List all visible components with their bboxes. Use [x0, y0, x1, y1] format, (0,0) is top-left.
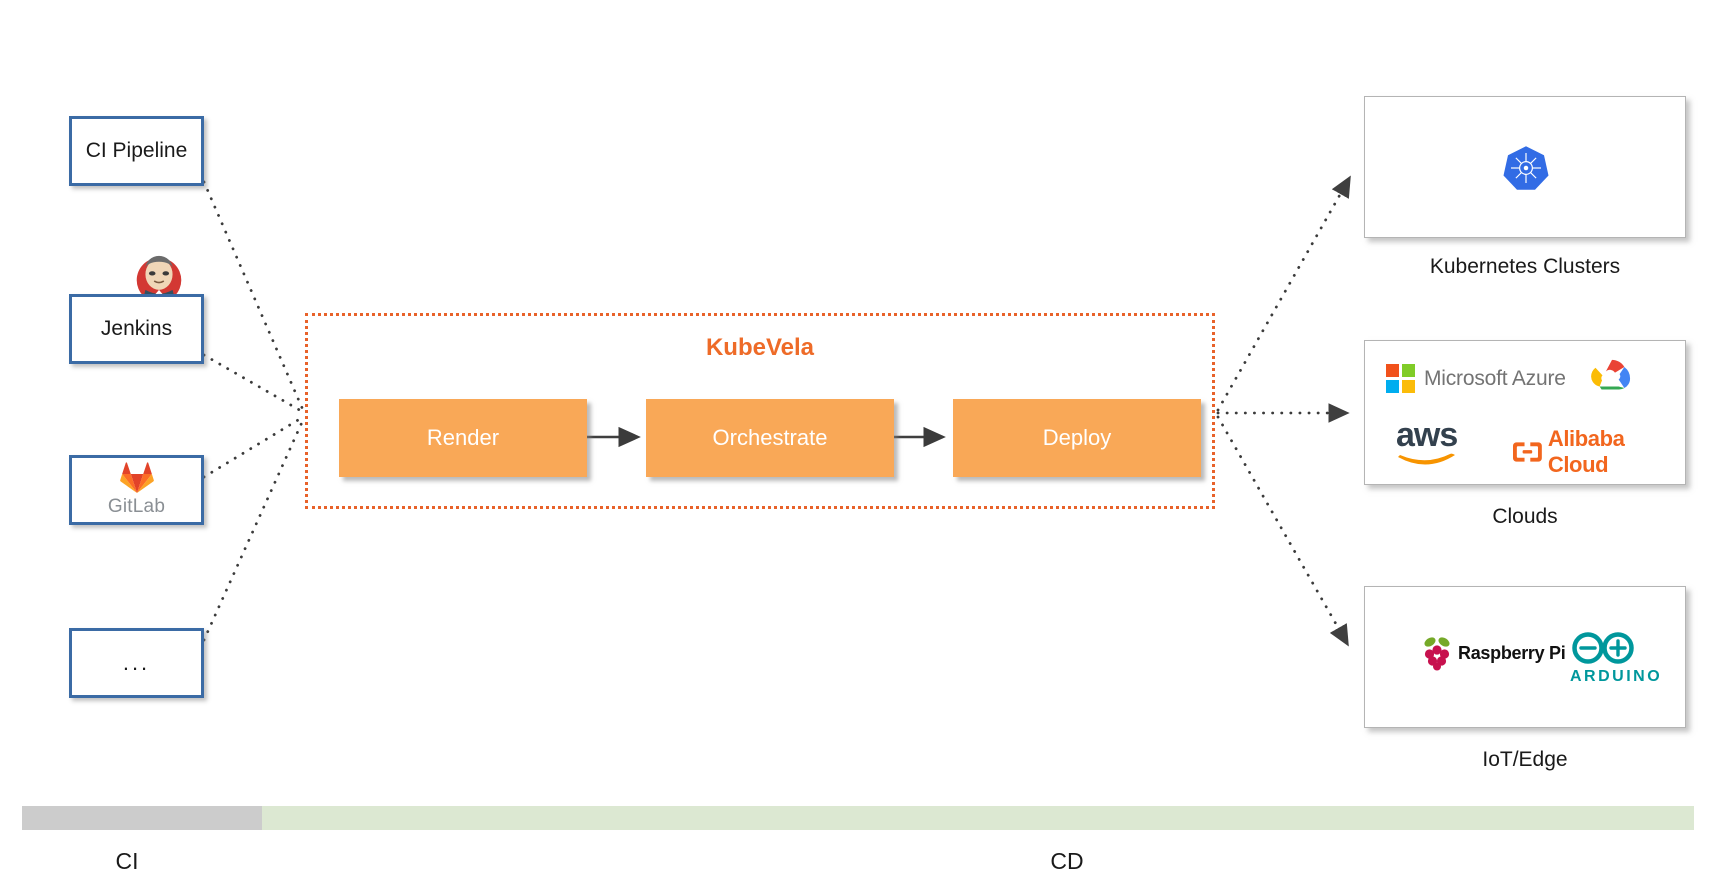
target-caption-clouds: Clouds	[1492, 505, 1558, 528]
alibaba-label: Alibaba Cloud	[1547, 426, 1625, 477]
target-box-kubernetes[interactable]	[1364, 96, 1686, 238]
gitlab-fox-icon	[119, 462, 154, 494]
stage-box-render[interactable]: Render	[339, 399, 587, 477]
google-cloud-icon	[1591, 359, 1631, 390]
stage-label-orchestrate: Orchestrate	[712, 425, 828, 450]
connector-to-iot-edge	[1216, 415, 1350, 647]
target-caption-kubernetes: Kubernetes Clusters	[1429, 255, 1621, 278]
raspberry-pi-label: Raspberry Pi	[1458, 642, 1566, 663]
arduino-logo-group: ARDUINO	[1570, 631, 1662, 686]
arduino-icon	[1572, 632, 1634, 664]
aws-label: aws	[1396, 416, 1458, 454]
stage-box-deploy[interactable]: Deploy	[953, 399, 1201, 477]
kubernetes-helm-icon	[1503, 146, 1549, 190]
alibaba-logo-group: Alibaba Cloud	[1513, 426, 1685, 478]
kubevela-title: KubeVela	[705, 334, 815, 361]
stage-label-deploy: Deploy	[1042, 425, 1112, 450]
connector-to-kubernetes	[1216, 175, 1352, 412]
microsoft-azure-icon	[1386, 364, 1415, 393]
alibaba-cloud-icon	[1513, 442, 1542, 462]
phase-bar-ci	[22, 806, 262, 830]
target-caption-iot-edge: IoT/Edge	[1482, 748, 1568, 771]
gitlab-logo-group: GitLab	[108, 462, 165, 518]
arduino-label: ARDUINO	[1570, 668, 1663, 685]
source-box-more[interactable]: ...	[69, 628, 204, 698]
stage-box-orchestrate[interactable]: Orchestrate	[646, 399, 894, 477]
source-box-ci-pipeline[interactable]: CI Pipeline	[69, 116, 204, 186]
phase-label-cd: CD	[1050, 848, 1084, 874]
connector-jenkins	[202, 353, 305, 414]
target-box-clouds[interactable]: Microsoft Azure aws Alibaba	[1364, 340, 1686, 485]
stage-label-render: Render	[426, 425, 500, 450]
aws-swoosh-icon	[1397, 453, 1455, 465]
phase-label-ci: CI	[115, 848, 139, 874]
phase-bar-cd	[262, 806, 1694, 830]
source-box-jenkins[interactable]: Jenkins	[69, 294, 204, 364]
azure-logo-group: Microsoft Azure	[1386, 364, 1566, 393]
azure-label: Microsoft Azure	[1424, 366, 1566, 390]
connector-ci-pipeline	[202, 180, 305, 412]
aws-logo-group: aws	[1396, 416, 1458, 467]
raspberry-pi-icon	[1424, 637, 1450, 671]
kubevela-panel: KubeVela Render Orchestrate Deploy	[305, 313, 1215, 509]
source-label-more: ...	[122, 650, 151, 675]
source-box-gitlab[interactable]: GitLab	[69, 455, 204, 525]
raspberry-pi-logo-group: Raspberry Pi	[1420, 635, 1566, 671]
connector-gitlab	[202, 415, 305, 479]
connector-more	[202, 418, 305, 642]
source-label-gitlab: GitLab	[107, 496, 166, 517]
source-label-ci-pipeline: CI Pipeline	[85, 139, 188, 162]
source-label-jenkins: Jenkins	[100, 317, 173, 340]
target-box-iot-edge[interactable]: Raspberry Pi ARDUINO	[1364, 586, 1686, 728]
